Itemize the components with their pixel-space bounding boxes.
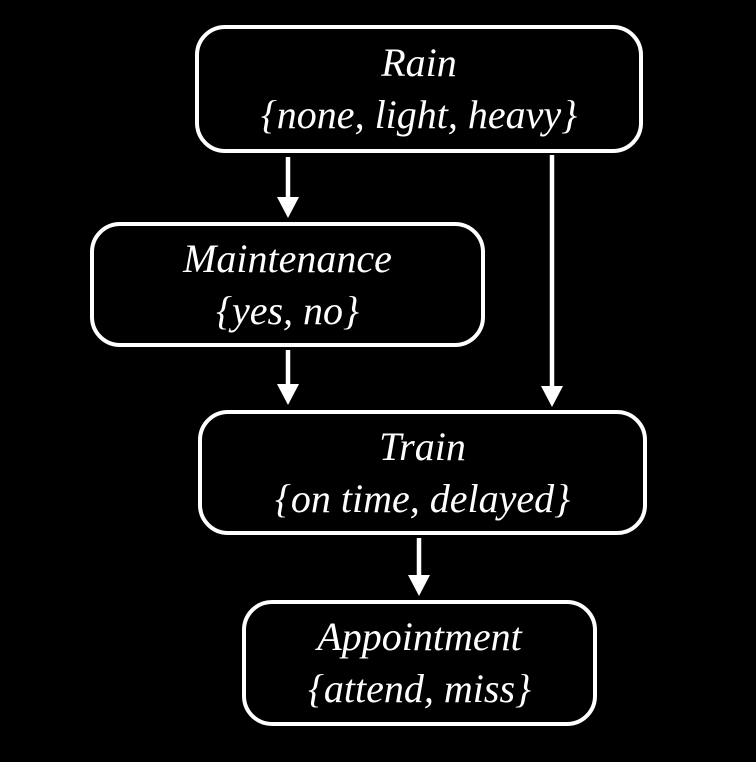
node-maintenance-label: Maintenance (183, 235, 392, 281)
node-train-values: {on time, delayed} (274, 475, 571, 521)
node-rain: Rain {none, light, heavy} (195, 25, 643, 153)
node-appointment: Appointment {attend, miss} (242, 600, 597, 726)
node-maintenance: Maintenance {yes, no} (90, 222, 485, 347)
node-train: Train {on time, delayed} (198, 410, 647, 535)
node-train-label: Train (379, 423, 466, 469)
node-maintenance-values: {yes, no} (215, 287, 360, 333)
node-rain-label: Rain (381, 40, 457, 85)
edge-rain-train-arrow (541, 155, 563, 407)
edge-rain-maintenance-arrow (277, 157, 299, 218)
node-appointment-values: {attend, miss} (307, 666, 532, 711)
edge-train-appointment-arrow (408, 538, 430, 596)
edge-maintenance-train-arrow (277, 350, 299, 405)
node-rain-values: {none, light, heavy} (260, 92, 578, 137)
node-appointment-label: Appointment (317, 614, 522, 659)
